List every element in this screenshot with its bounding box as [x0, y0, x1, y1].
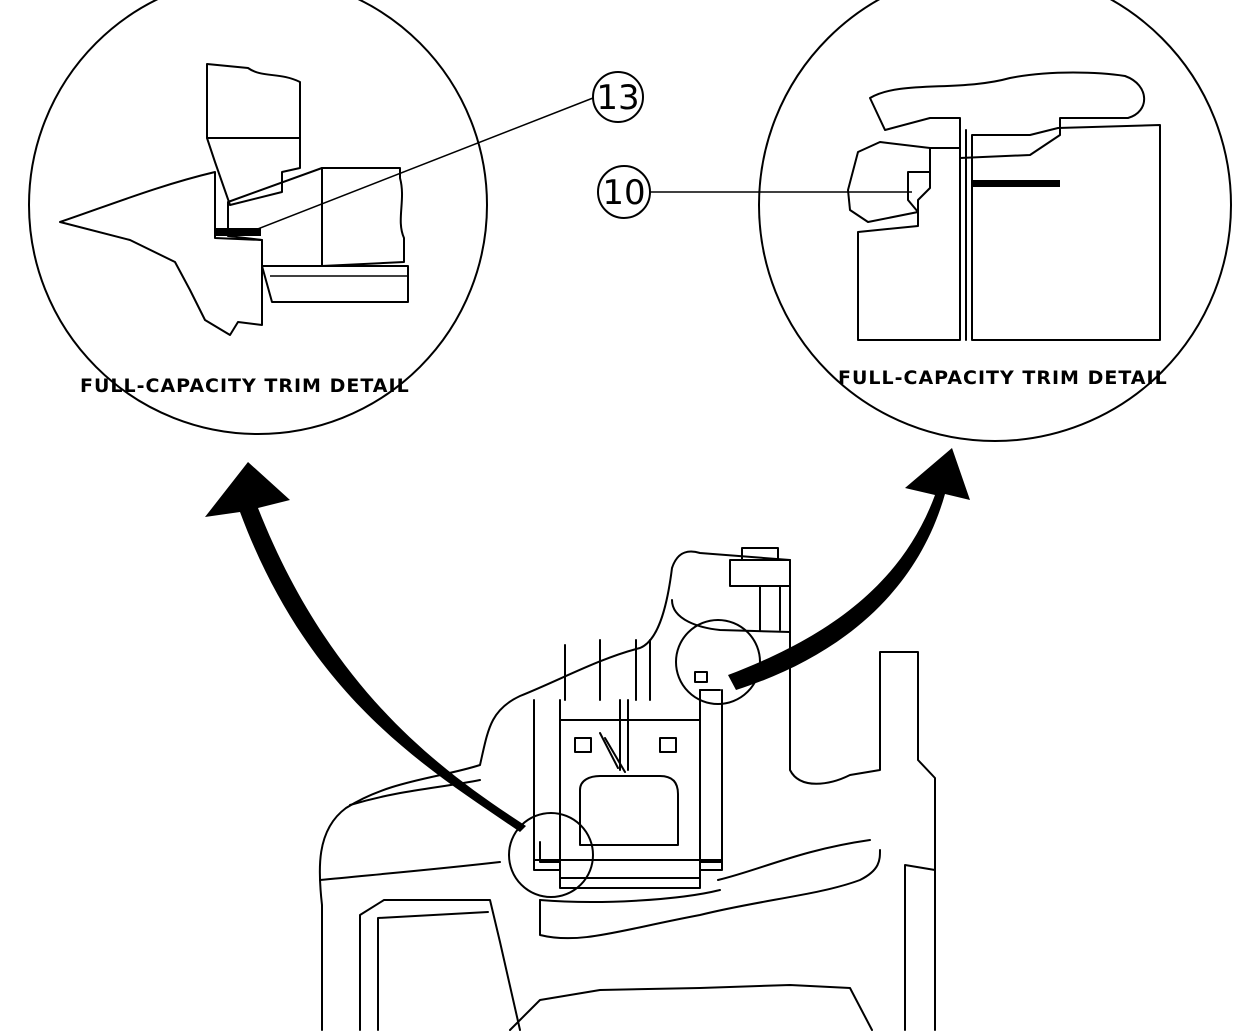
right-bonnet: [869, 71, 1146, 159]
left-plug: [321, 167, 405, 267]
right-detail-circle: [758, 0, 1232, 442]
left-seat-ring: [227, 167, 323, 267]
right-detail-arrow: [728, 448, 970, 690]
callout-13-number: 13: [596, 78, 639, 118]
left-detail-arrow: [205, 462, 526, 832]
left-plug-lower: [261, 265, 409, 303]
seat-ring: [539, 841, 723, 879]
valve-body-passage: [359, 899, 521, 1031]
cage-right: [699, 689, 723, 871]
right-guide-ring: [847, 141, 931, 223]
right-detail-view: FULL-CAPACITY TRIM DETAIL: [758, 0, 1232, 442]
seal-left: [574, 737, 592, 753]
callout-10-number: 10: [602, 173, 645, 213]
valve-body-outline: [318, 550, 936, 1031]
bonnet-nut: [729, 559, 791, 587]
callout-13-bubble: [592, 71, 644, 123]
valve-assembly: [318, 547, 936, 1031]
callout-13-leader: [244, 97, 594, 235]
left-cage-shoulder: [206, 137, 301, 206]
left-cage: [206, 63, 301, 139]
right-detail-marker: [675, 619, 761, 705]
right-plug: [971, 124, 1161, 341]
left-detail-view: FULL-CAPACITY TRIM DETAIL: [28, 0, 488, 435]
left-body-section: [59, 171, 263, 336]
cage-left: [533, 699, 561, 871]
callout-13: 13: [244, 71, 644, 235]
left-gasket: [215, 228, 261, 236]
valve-plug: [579, 775, 679, 846]
left-detail-marker: [508, 812, 594, 898]
callout-10: 10: [597, 165, 912, 219]
right-gasket: [972, 180, 1060, 187]
left-detail-label: FULL-CAPACITY TRIM DETAIL: [80, 375, 410, 397]
left-detail-circle: [28, 0, 488, 435]
right-cage: [857, 147, 961, 341]
right-detail-label: FULL-CAPACITY TRIM DETAIL: [838, 367, 1168, 389]
